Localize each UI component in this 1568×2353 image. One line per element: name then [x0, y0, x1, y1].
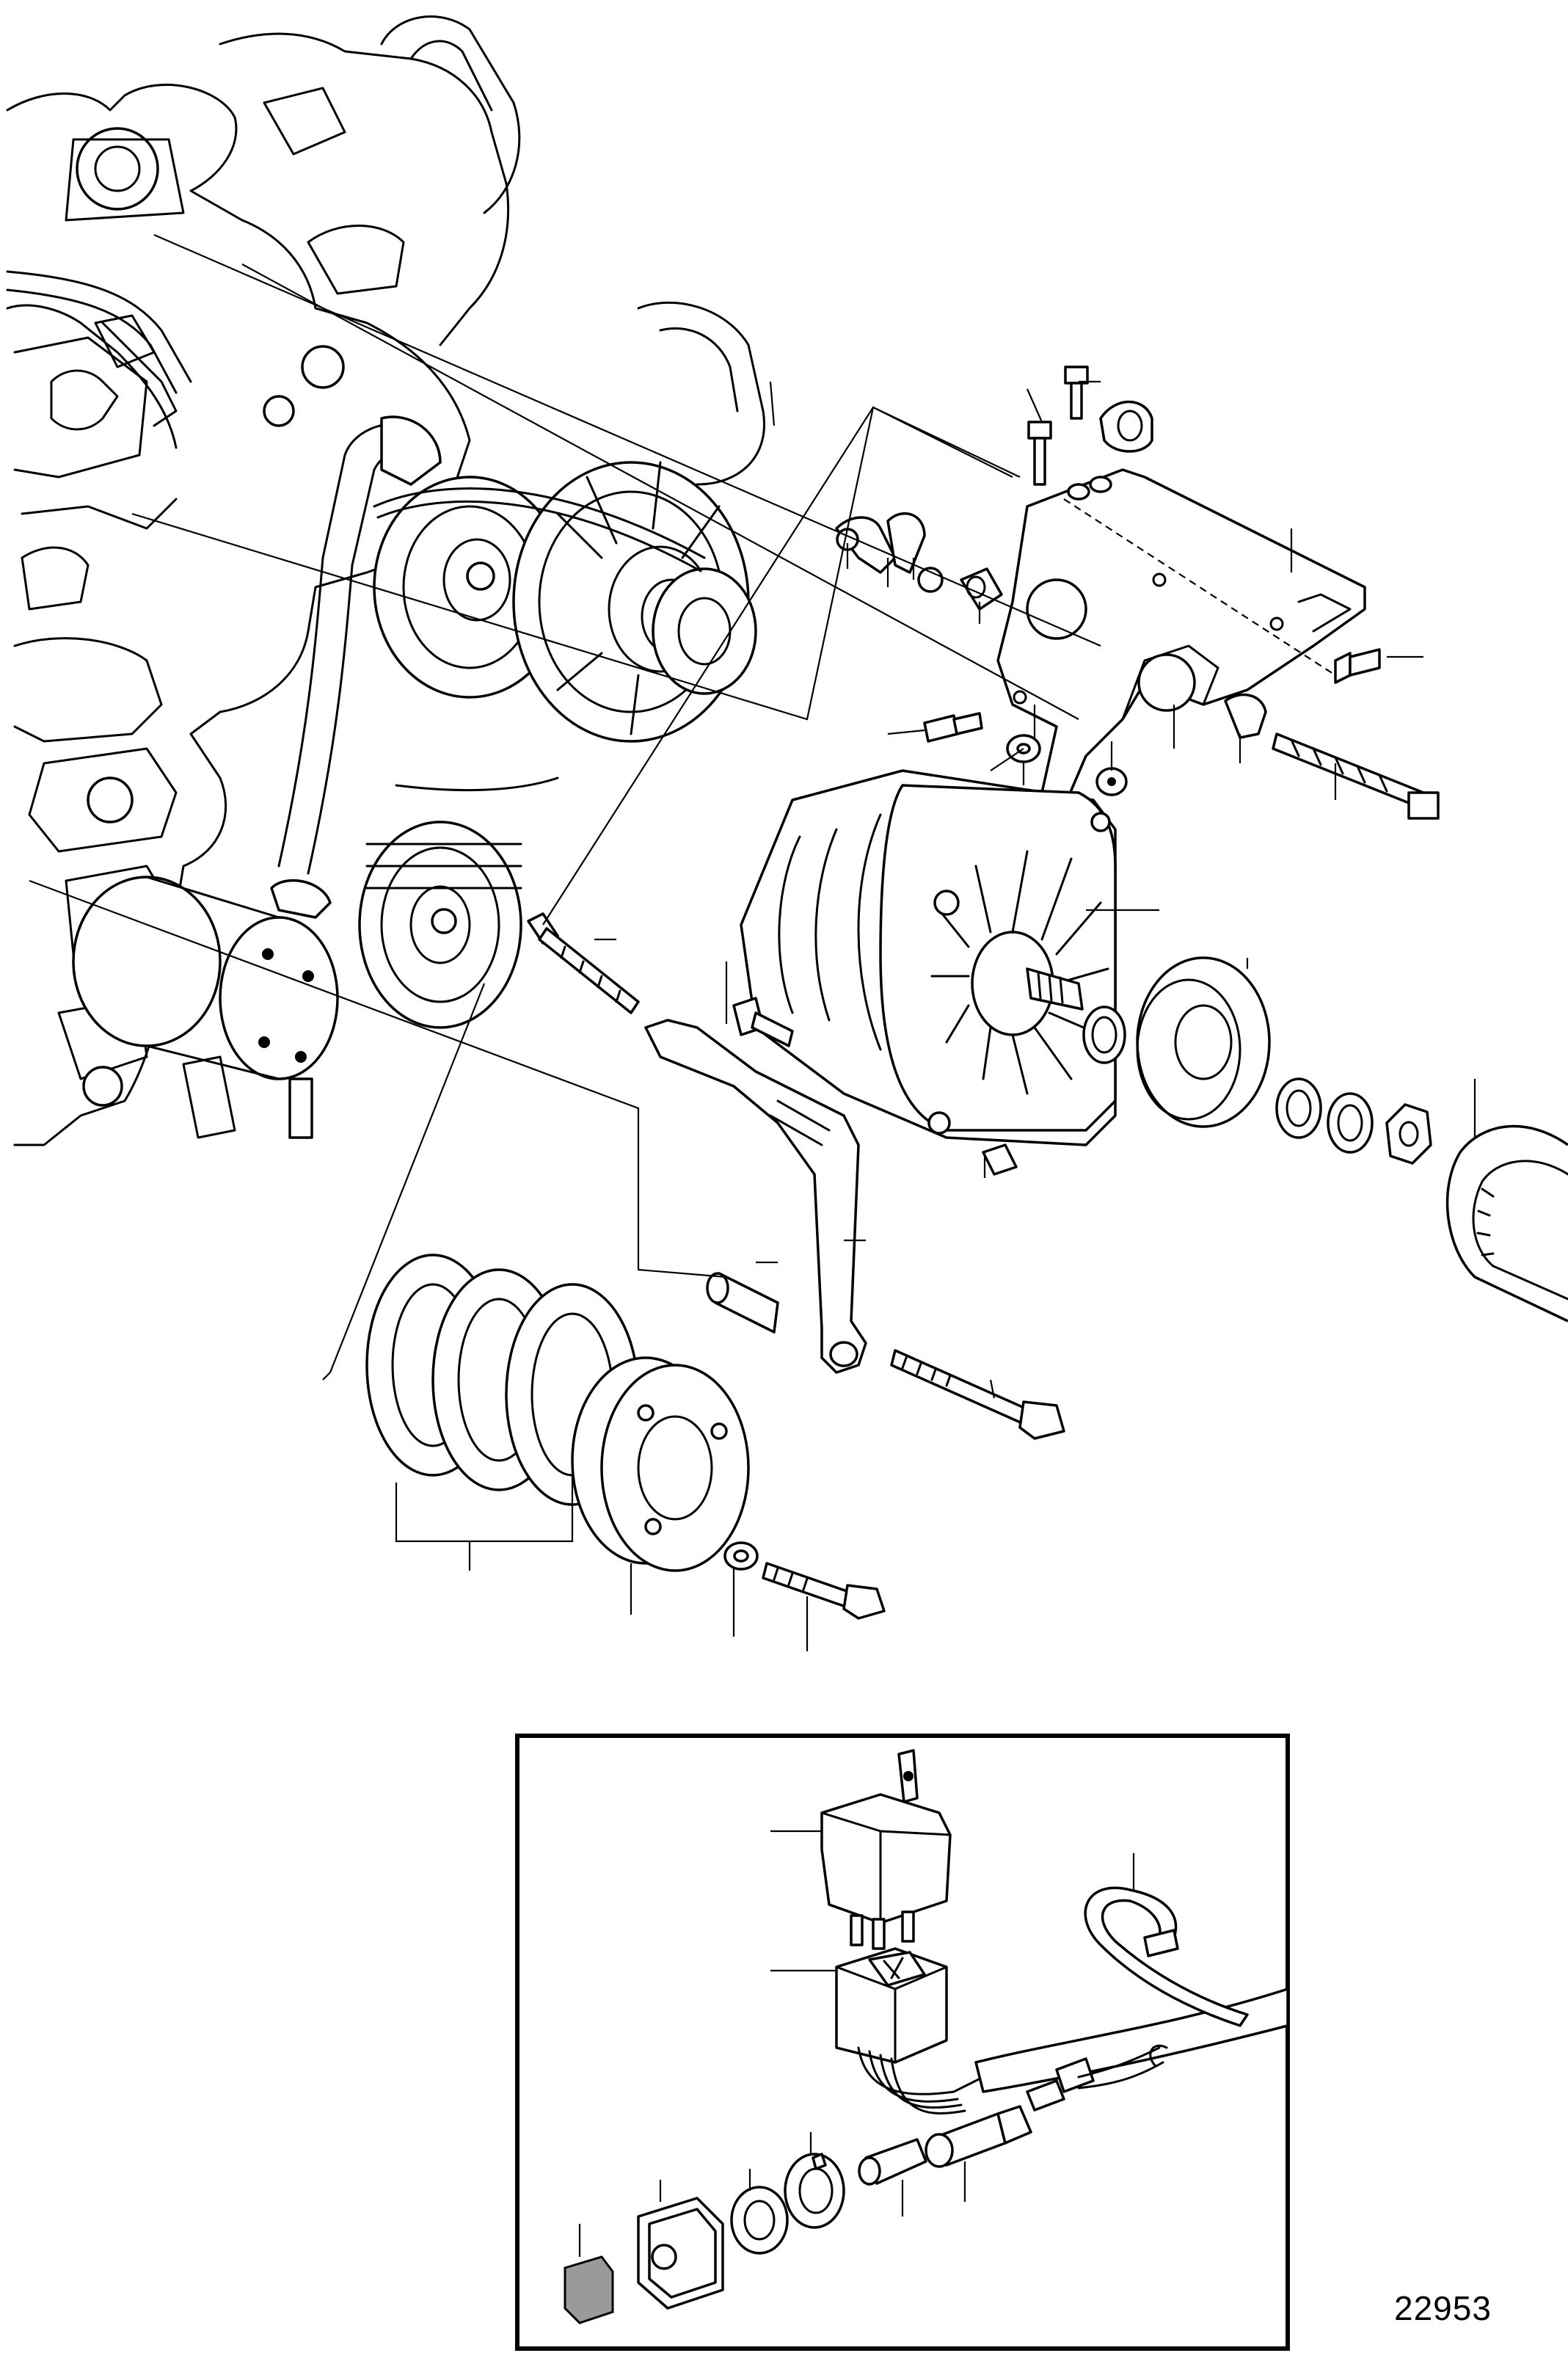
drawing-number: 22953: [1394, 2289, 1492, 2327]
alternator: [732, 769, 1117, 1176]
engine-block: [6, 15, 765, 1146]
alternator-pulley-set: [1082, 956, 1568, 1323]
fan-and-pulley-assembly: [72, 461, 757, 1139]
mounting-bracket-assembly: [835, 366, 1440, 820]
adjustment-arm-assembly: [527, 912, 1065, 1440]
inset-detail-box: [515, 1734, 1290, 2351]
leader-lines: [29, 233, 1476, 1651]
crankshaft-pulley-set: [365, 1254, 886, 1620]
